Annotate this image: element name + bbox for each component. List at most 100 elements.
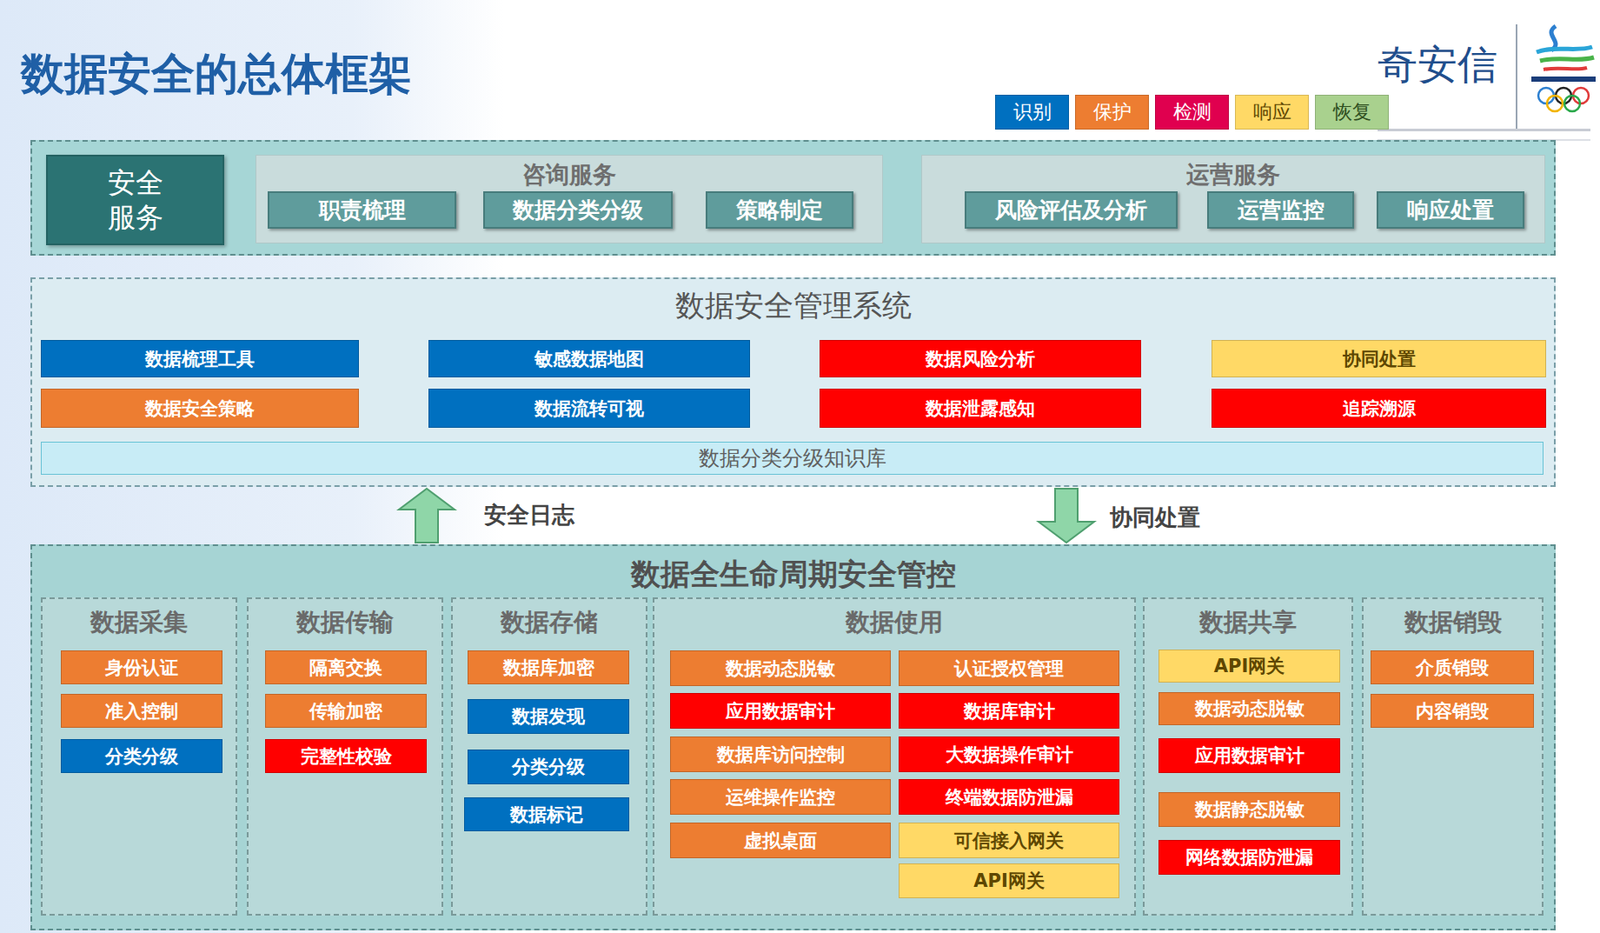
capability-box: 数据安全策略 bbox=[40, 388, 359, 428]
capability-box: 数据发现 bbox=[467, 698, 630, 734]
panel-heading: 数据存储 bbox=[452, 598, 646, 639]
capability-box: 数据标记 bbox=[464, 796, 630, 831]
service-group: 运营服务风险评估及分析 运营监控 响应处置 bbox=[921, 154, 1546, 244]
panel-heading: 数据使用 bbox=[654, 598, 1135, 639]
box-label: 数据静态脱敏 bbox=[1195, 796, 1305, 822]
capability-box: 内容销毁 bbox=[1370, 693, 1534, 728]
legend-text: 恢复 bbox=[1333, 99, 1372, 126]
box-label: 完整性校验 bbox=[300, 743, 392, 769]
legend-text: 检测 bbox=[1173, 99, 1212, 126]
capability-box: 身份认证 bbox=[60, 650, 223, 684]
box-label: 风险评估及分析 bbox=[995, 195, 1148, 225]
capability-box: API网关 bbox=[898, 863, 1120, 898]
capability-box: API网关 bbox=[1158, 649, 1341, 683]
box-label: 数据库访问控制 bbox=[717, 742, 845, 767]
box-label: 认证授权管理 bbox=[954, 656, 1064, 681]
box-label: 分类分级 bbox=[105, 743, 179, 769]
panel-heading: 数据共享 bbox=[1144, 598, 1352, 639]
box-label: 介质销毁 bbox=[1415, 655, 1489, 680]
box-label: 数据库审计 bbox=[963, 698, 1056, 724]
system-panel: 数据安全管理系统数据梳理工具敏感数据地图数据风险分析协同处置数据安全策略数据流转… bbox=[30, 277, 1556, 487]
legend-swatch: 保护 bbox=[1075, 94, 1149, 130]
box-label: 数据分类分级知识库 bbox=[698, 444, 887, 472]
block-arrow bbox=[1038, 488, 1095, 543]
service-button: 响应处置 bbox=[1376, 191, 1525, 229]
box-label: 追踪溯源 bbox=[1342, 396, 1416, 421]
legend-text: 保护 bbox=[1093, 99, 1132, 126]
box-label: 分类分级 bbox=[511, 754, 585, 779]
stage-panel: 数据传输隔离交换传输加密完整性校验 bbox=[246, 597, 444, 916]
box-label: 虚拟桌面 bbox=[743, 828, 817, 853]
box-label: 运营监控 bbox=[1237, 195, 1325, 225]
panel-heading: 数据采集 bbox=[42, 598, 236, 639]
box-label: API网关 bbox=[973, 868, 1044, 893]
legend-swatch: 恢复 bbox=[1314, 94, 1389, 130]
box-label: 大数据操作审计 bbox=[945, 742, 1074, 767]
capability-box: 敏感数据地图 bbox=[428, 339, 751, 378]
knowledge-base-bar: 数据分类分级知识库 bbox=[40, 441, 1544, 475]
box-label: 策略制定 bbox=[736, 195, 824, 225]
capability-box: 认证授权管理 bbox=[898, 650, 1120, 686]
panel-heading: 运营服务 bbox=[922, 155, 1545, 191]
capability-box: 数据静态脱敏 bbox=[1158, 791, 1341, 827]
box-label: 安全服务 bbox=[106, 165, 165, 235]
capability-box: 追踪溯源 bbox=[1211, 388, 1547, 428]
service-button: 风险评估及分析 bbox=[964, 191, 1178, 229]
capability-box: 数据库加密 bbox=[467, 650, 630, 684]
box-label: 数据分类分级 bbox=[512, 195, 644, 225]
panel-heading: 数据全生命周期安全管控 bbox=[32, 545, 1554, 595]
capability-box: 传输加密 bbox=[265, 693, 427, 728]
title-text: 数据安全的总体框架 bbox=[20, 45, 412, 104]
box-label: 可信接入网关 bbox=[954, 828, 1064, 853]
box-label: 内容销毁 bbox=[1415, 698, 1489, 724]
box-label: 敏感数据地图 bbox=[534, 346, 644, 372]
capability-box: 数据库审计 bbox=[898, 692, 1120, 729]
capability-box: 网络数据防泄漏 bbox=[1158, 839, 1341, 875]
capability-box: 可信接入网关 bbox=[898, 822, 1120, 858]
box-label: 数据泄露感知 bbox=[925, 396, 1036, 421]
capability-box: 介质销毁 bbox=[1370, 650, 1534, 684]
box-label: 运维操作监控 bbox=[725, 784, 836, 810]
box-label: 数据库加密 bbox=[503, 655, 595, 680]
stage-panel: 数据共享 API网关数据动态脱敏应用数据审计数据静态脱敏网络数据防泄漏 bbox=[1142, 597, 1354, 916]
legend-text: 识别 bbox=[1013, 99, 1052, 126]
capability-box: 数据流转可视 bbox=[428, 388, 751, 428]
capability-box: 数据库访问控制 bbox=[670, 736, 891, 772]
box-label: 应用数据审计 bbox=[1195, 743, 1305, 768]
stage-panel: 数据销毁介质销毁内容销毁 bbox=[1361, 597, 1544, 916]
panel-heading: 数据传输 bbox=[248, 598, 442, 639]
legend: 识别 保护 检测响应恢复 bbox=[995, 94, 1389, 130]
capability-box: 准入控制 bbox=[60, 693, 223, 728]
legend-swatch: 响应 bbox=[1234, 94, 1309, 130]
capability-box: 数据梳理工具 bbox=[40, 339, 359, 378]
capability-box: 应用数据审计 bbox=[1158, 737, 1341, 773]
box-label: 数据动态脱敏 bbox=[1195, 696, 1305, 721]
arrow-label: 协同处置 bbox=[1109, 502, 1201, 533]
capability-box: 分类分级 bbox=[467, 749, 630, 784]
stage-panel: 数据使用数据动态脱敏 认证授权管理应用数据审计 数据库审计数据库访问控制 大数据操作审… bbox=[652, 597, 1136, 916]
box-label: 协同处置 bbox=[1342, 346, 1416, 372]
capability-box: 虚拟桌面 bbox=[670, 822, 891, 858]
box-label: 职责梳理 bbox=[318, 195, 406, 225]
box-label: 数据发现 bbox=[511, 703, 585, 729]
box-label: 数据梳理工具 bbox=[145, 346, 255, 372]
capability-box: 运维操作监控 bbox=[670, 778, 891, 815]
box-label: 数据动态脱敏 bbox=[725, 656, 836, 681]
capability-box: 终端数据防泄漏 bbox=[898, 778, 1120, 815]
box-label: 隔离交换 bbox=[309, 655, 383, 680]
service-button: 数据分类分级 bbox=[483, 191, 673, 229]
service-tile: 安全服务 bbox=[46, 154, 225, 246]
box-label: API网关 bbox=[1214, 653, 1285, 678]
box-label: 终端数据防泄漏 bbox=[945, 784, 1074, 810]
brand-logo-text: 奇安信 bbox=[1377, 38, 1498, 93]
arrow-label: 安全日志 bbox=[484, 499, 575, 531]
legend-swatch: 检测 bbox=[1155, 94, 1229, 130]
panel-heading: 数据安全管理系统 bbox=[32, 278, 1554, 326]
stage-panel: 数据存储数据库加密数据发现分类分级数据标记 bbox=[451, 597, 648, 916]
box-label: 身份认证 bbox=[105, 655, 179, 680]
block-arrow bbox=[398, 488, 455, 543]
capability-box: 应用数据审计 bbox=[670, 692, 891, 729]
legend-swatch: 识别 bbox=[995, 94, 1069, 130]
page-title: 数据安全的总体框架 bbox=[20, 45, 412, 104]
